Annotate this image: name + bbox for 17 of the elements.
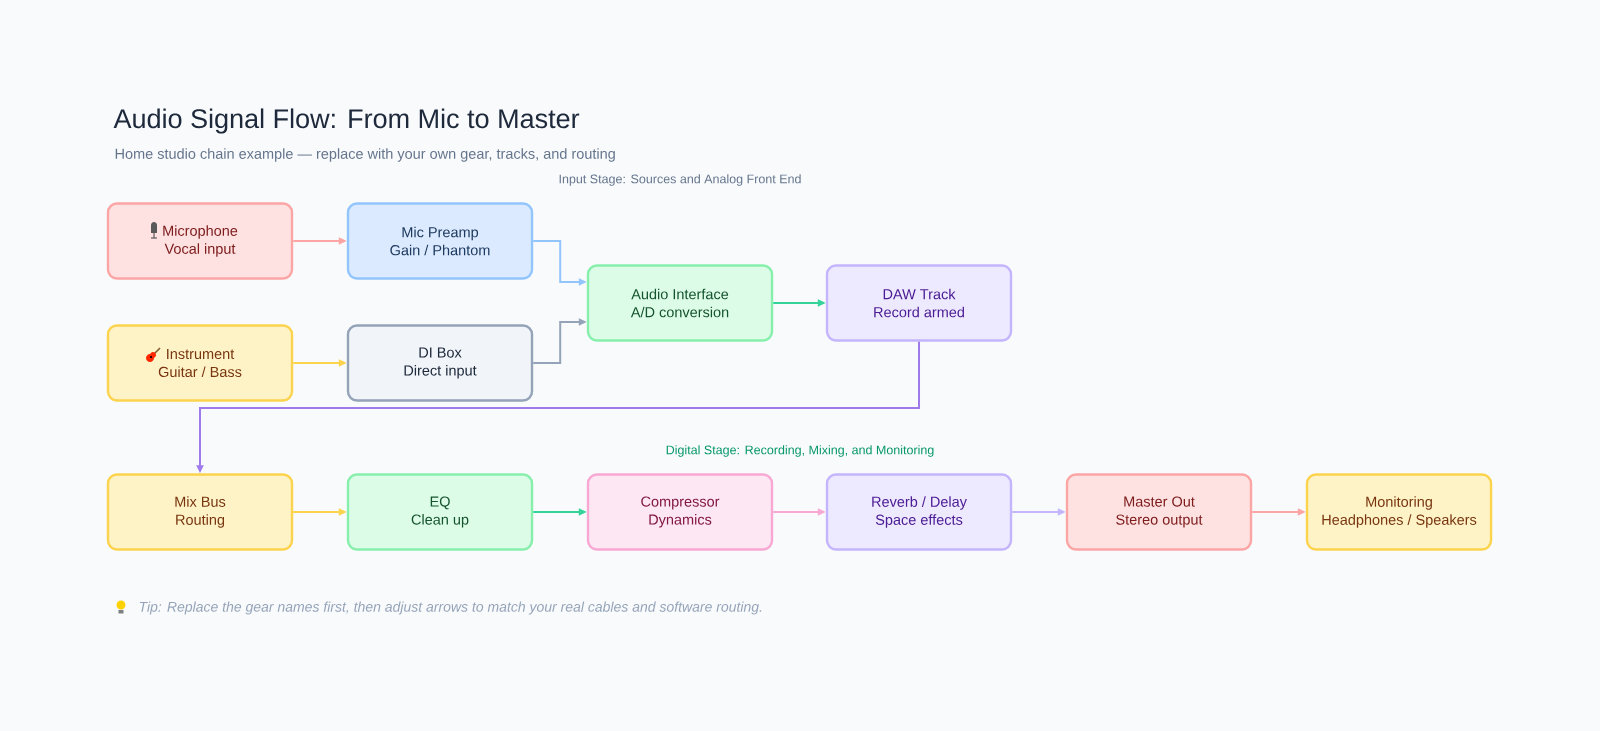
subtitle: Home studio chain example — replace with your own gear, tracks, and routing xyxy=(115,148,615,162)
process-box: Mic Preamp Gain / Phantom xyxy=(346,202,534,280)
process-box: Microphone Vocal input xyxy=(106,202,294,280)
process-box: EQ Clean up xyxy=(346,473,534,551)
stage-label: Digital Stage: Recording, Mixing, and Monitoring xyxy=(666,445,934,457)
process-box: DAW Track Record armed xyxy=(825,264,1013,342)
process-box: Compressor Dynamics xyxy=(586,473,774,551)
tip-note: Tip: Replace the gear names first, then adjust arrows to match your real cables and software routing. xyxy=(139,601,762,615)
stage-label: Input Stage: Sources and Analog Front End xyxy=(559,174,801,186)
process-box: Master Out Stereo output xyxy=(1065,473,1253,551)
process-box: Monitoring Headphones / Speakers xyxy=(1305,473,1493,551)
process-box: DI Box Direct input xyxy=(346,324,534,402)
title: Audio Signal Flow: From Mic to Master xyxy=(113,108,580,134)
process-box: Reverb / Delay Space effects xyxy=(825,473,1013,551)
process-box: Audio Interface A/D conversion xyxy=(586,264,774,342)
process-box: Mix Bus Routing xyxy=(106,473,294,551)
process-box: Instrument Guitar / Bass xyxy=(106,324,294,402)
